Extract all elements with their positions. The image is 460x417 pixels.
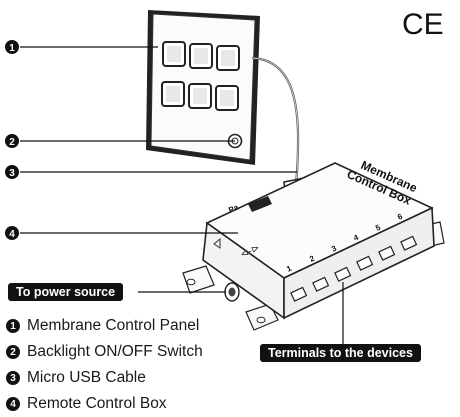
legend-number: 1 <box>6 319 20 333</box>
terminal-number: 2 <box>308 254 316 264</box>
callout-number: 4 <box>9 229 15 240</box>
callout-3: 3 <box>5 165 297 179</box>
legend-label: Membrane Control Panel <box>27 317 200 334</box>
legend: 1 Membrane Control Panel 2 Backlight ON/… <box>6 313 256 417</box>
membrane-control-panel <box>146 10 260 165</box>
legend-number: 3 <box>6 371 20 385</box>
terminal-number-labels: 1 2 3 4 5 6 <box>285 212 404 274</box>
terminal-block <box>290 235 418 302</box>
panel-button-6 <box>215 85 239 111</box>
legend-number: 4 <box>6 397 20 411</box>
panel-button-1 <box>162 41 186 67</box>
callout-2: 2 <box>5 134 235 148</box>
panel-button-4 <box>161 81 185 107</box>
terminal-number: 5 <box>374 223 382 233</box>
legend-label: Remote Control Box <box>27 395 167 412</box>
callout-1: 1 <box>5 40 158 54</box>
ce-mark: CE <box>402 8 444 41</box>
callout-4: 4 <box>5 226 238 240</box>
terminal-number: 4 <box>352 233 360 243</box>
legend-label: Micro USB Cable <box>27 369 146 386</box>
legend-item-usb-cable: 3 Micro USB Cable <box>6 365 256 391</box>
terminal-number: 6 <box>396 212 404 222</box>
legend-item-membrane-panel: 1 Membrane Control Panel <box>6 313 256 339</box>
power-source-tag: To power source <box>8 283 124 301</box>
callout-number: 3 <box>9 168 15 179</box>
micro-usb-cable <box>251 56 300 196</box>
terminals-tag: Terminals to the devices <box>260 344 421 362</box>
legend-number: 2 <box>6 345 20 359</box>
box-print-small-label: Pa <box>227 202 240 214</box>
legend-label: Backlight ON/OFF Switch <box>27 343 203 360</box>
callout-number: 1 <box>9 43 15 54</box>
callout-number: 2 <box>9 137 15 148</box>
panel-button-5 <box>188 83 212 109</box>
power-inlet <box>224 282 240 302</box>
legend-item-backlight-switch: 2 Backlight ON/OFF Switch <box>6 339 256 365</box>
panel-button-3 <box>216 45 240 71</box>
terminal-number: 1 <box>285 264 293 274</box>
legend-item-control-box: 4 Remote Control Box <box>6 391 256 417</box>
terminal-number: 3 <box>330 244 338 254</box>
panel-button-2 <box>189 43 213 69</box>
remote-control-box: Membrane Control Box Pa ⊲-⊳ 1 2 3 4 5 6 <box>182 158 445 331</box>
